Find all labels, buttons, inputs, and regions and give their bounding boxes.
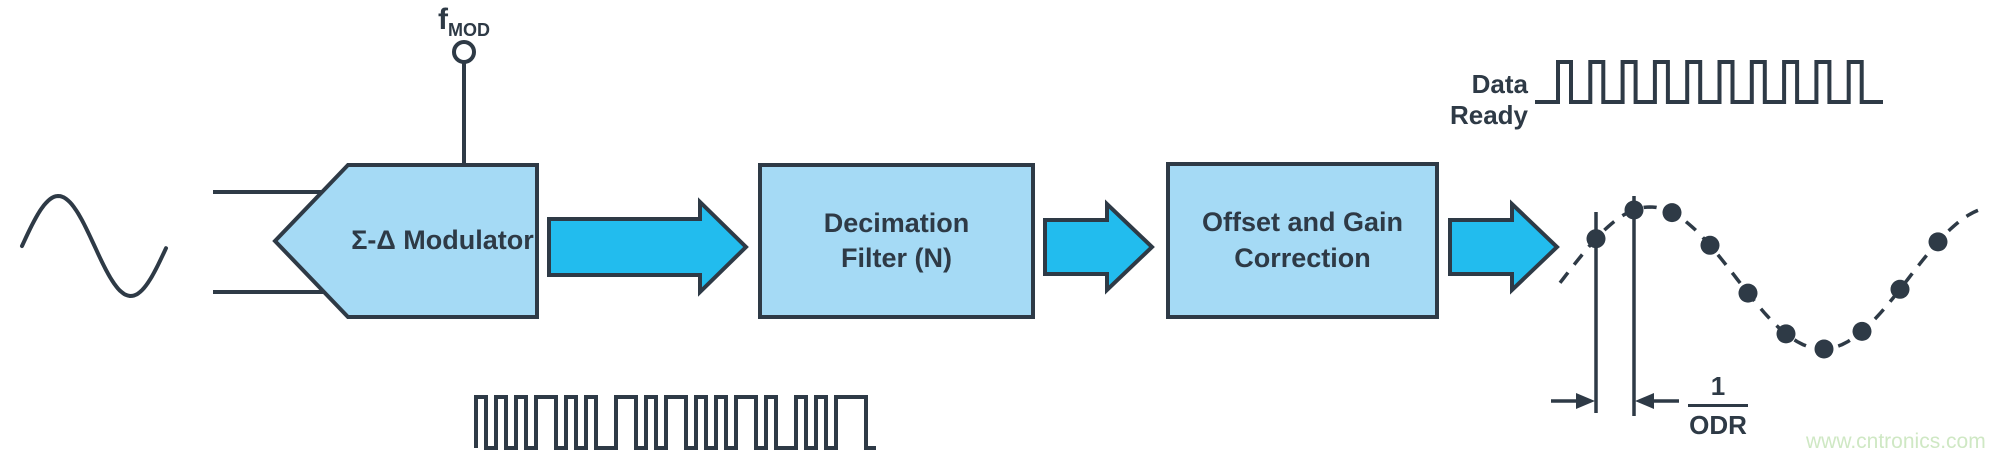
sampled-output-sine-waveform: [1558, 200, 1987, 359]
modulator-bitstream-waveform: [474, 395, 876, 450]
sample-dot: [1852, 321, 1872, 341]
odr-fraction-label: 1 ODR: [1688, 373, 1748, 438]
decimation-label-line1: Decimation: [823, 207, 970, 238]
decimation-block-label: Decimation Filter (N): [760, 165, 1033, 317]
flow-arrow-3-icon: [1448, 199, 1560, 295]
offset-gain-label-line1: Offset and Gain: [1201, 207, 1404, 238]
sample-dot: [1700, 235, 1720, 255]
data-ready-clock-waveform: [1535, 60, 1883, 104]
fmod-terminal-circle-icon: [452, 40, 476, 64]
sample-dot: [1890, 279, 1910, 299]
offset-gain-block-shape: [1166, 162, 1439, 319]
fmod-label: fMOD: [438, 3, 490, 40]
watermark-text: www.cntronics.com: [1806, 430, 1986, 453]
modulator-block-shape: [272, 163, 539, 319]
modulator-block-label: Σ-Δ Modulator: [351, 225, 534, 256]
decimation-block-shape: [758, 163, 1035, 319]
sample-dot: [1814, 339, 1834, 359]
odr-denominator: ODR: [1688, 404, 1748, 438]
offset-gain-block-label: Offset and Gain Correction: [1168, 164, 1437, 317]
data-ready-label: Data Ready: [1449, 69, 1528, 130]
flow-arrow-2-icon: [1043, 199, 1155, 295]
odr-arrowhead-right-icon: [1576, 393, 1595, 409]
analog-input-sine-wave: [20, 194, 168, 298]
flow-arrow-1-icon: [547, 197, 749, 297]
odr-arrowhead-left-icon: [1635, 393, 1654, 409]
sample-dot: [1662, 203, 1682, 223]
sample-dot: [1928, 232, 1948, 252]
fmod-base-text: f: [438, 3, 448, 36]
offset-gain-label-line2: Correction: [1234, 242, 1371, 273]
sample-dot: [1776, 324, 1796, 344]
decimation-label-line2: Filter (N): [841, 243, 952, 273]
sample-dot: [1738, 283, 1758, 303]
odr-numerator: 1: [1710, 371, 1726, 401]
fmod-subscript-text: MOD: [448, 20, 490, 40]
